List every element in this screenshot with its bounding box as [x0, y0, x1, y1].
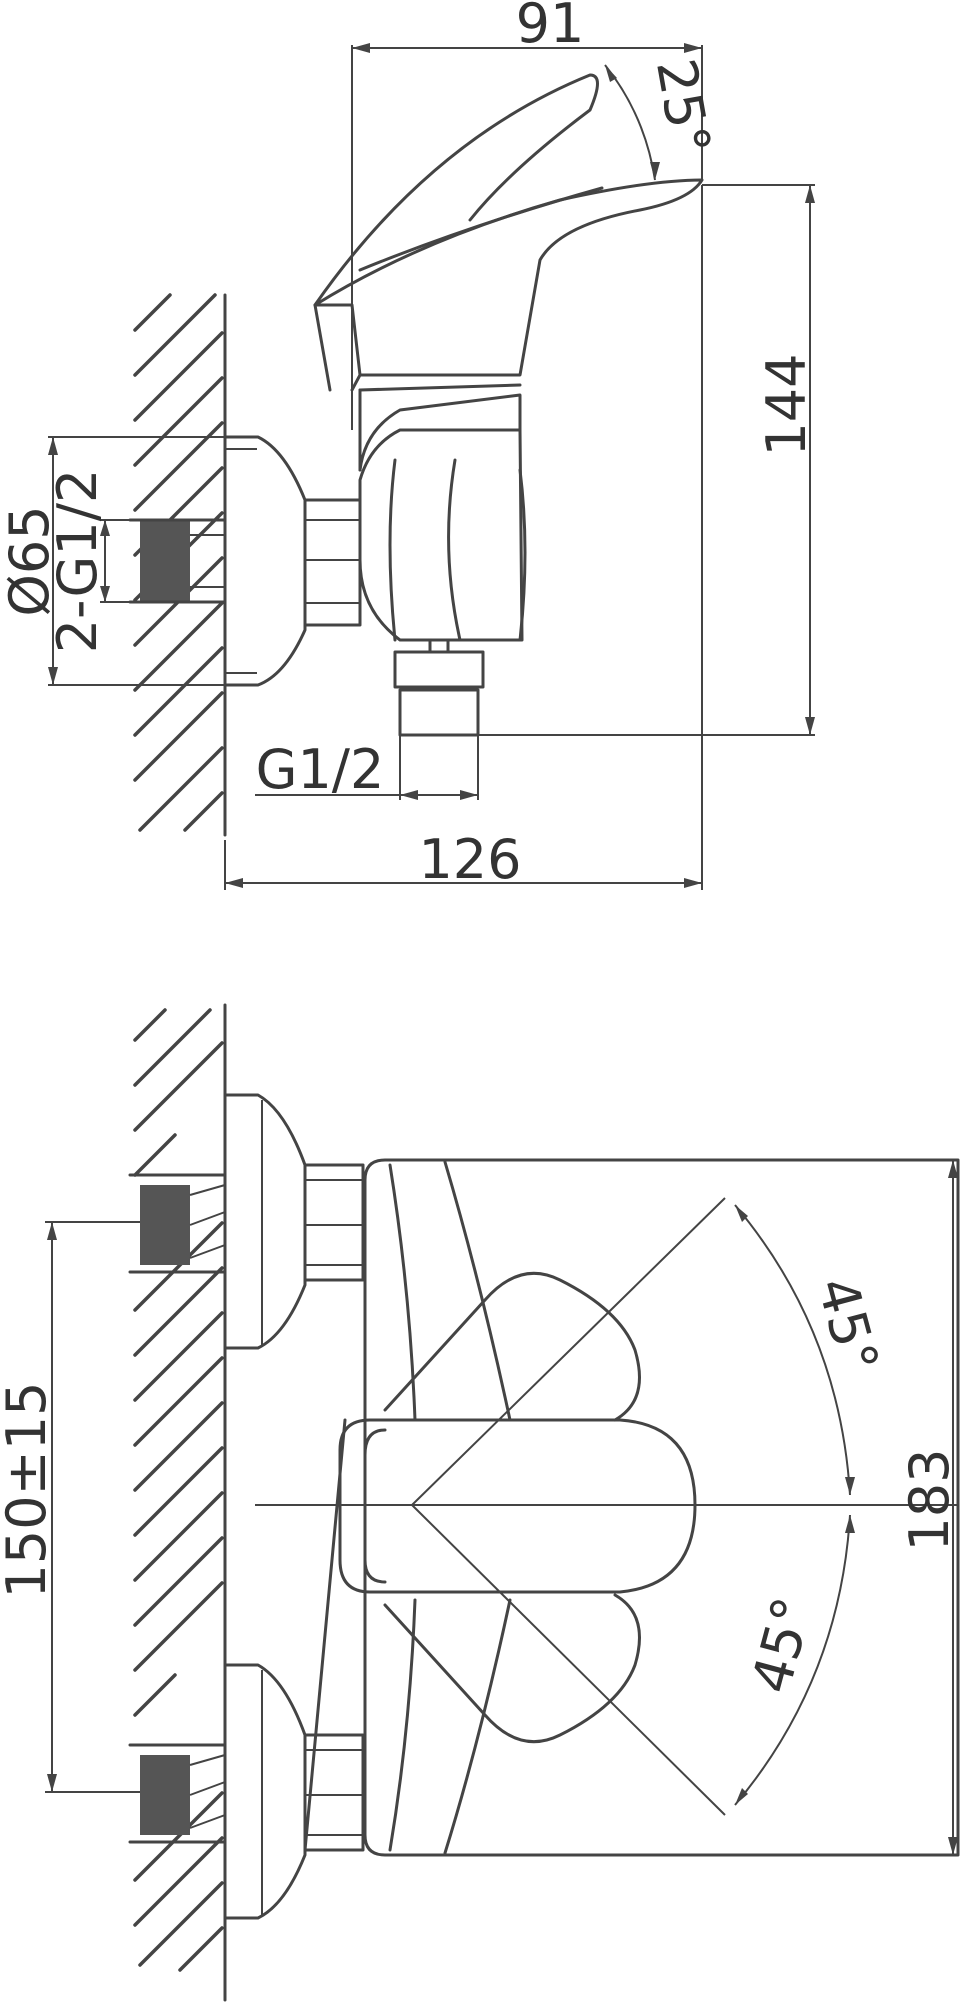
dim-lever-angle: 25°: [604, 54, 723, 181]
lever-handle-side: [313, 73, 704, 392]
dim-top-width: 91: [351, 0, 703, 430]
dim-inlet-thread: 2-G1/2: [46, 469, 140, 654]
dim-depth-label: 126: [418, 828, 521, 891]
mixer-body-front: [303, 1158, 960, 1857]
mixer-body-side: [358, 383, 527, 642]
side-view: 91 25° 144 G1/2: [0, 0, 818, 891]
hex-nut: [303, 498, 362, 627]
dim-width-label: 183: [898, 1448, 960, 1551]
dim-flange-diameter-label: Ø65: [0, 505, 61, 616]
front-view: 45° 45° 183 150±15: [0, 1003, 960, 2002]
inlet-connector: [128, 518, 227, 604]
wall-flange: [223, 435, 307, 687]
dim-rotation-lower-label: 45°: [739, 1591, 825, 1700]
dim-inlet-thread-label: 2-G1/2: [46, 469, 109, 654]
rotation-centre-lines: [255, 1197, 958, 1816]
dim-rotation-upper: 45°: [734, 1204, 891, 1496]
dim-rotation-lower: 45°: [734, 1514, 855, 1806]
dim-centre-distance: 150±15: [0, 1221, 140, 1793]
lever-handle-front: [338, 1271, 697, 1744]
lower-inlet: [128, 1663, 365, 1920]
dim-height-label: 144: [755, 353, 818, 456]
dim-depth: 126: [224, 185, 703, 891]
dim-rotation-upper-label: 45°: [805, 1271, 891, 1380]
dim-top-width-label: 91: [516, 0, 585, 55]
wall-hatching-top: [133, 293, 227, 837]
outlet-nipple: [393, 638, 485, 737]
dim-flange-diameter: Ø65: [0, 436, 225, 686]
dim-outlet-thread: G1/2: [255, 735, 479, 801]
dim-lever-angle-label: 25°: [644, 54, 723, 159]
dim-outlet-thread-label: G1/2: [256, 738, 385, 801]
dim-centre-distance-label: 150±15: [0, 1381, 58, 1598]
dim-height: 144: [478, 184, 818, 736]
wall-hatching-bottom: [133, 1003, 227, 2002]
dim-width: 183: [898, 1160, 960, 1855]
upper-inlet: [128, 1093, 365, 1350]
